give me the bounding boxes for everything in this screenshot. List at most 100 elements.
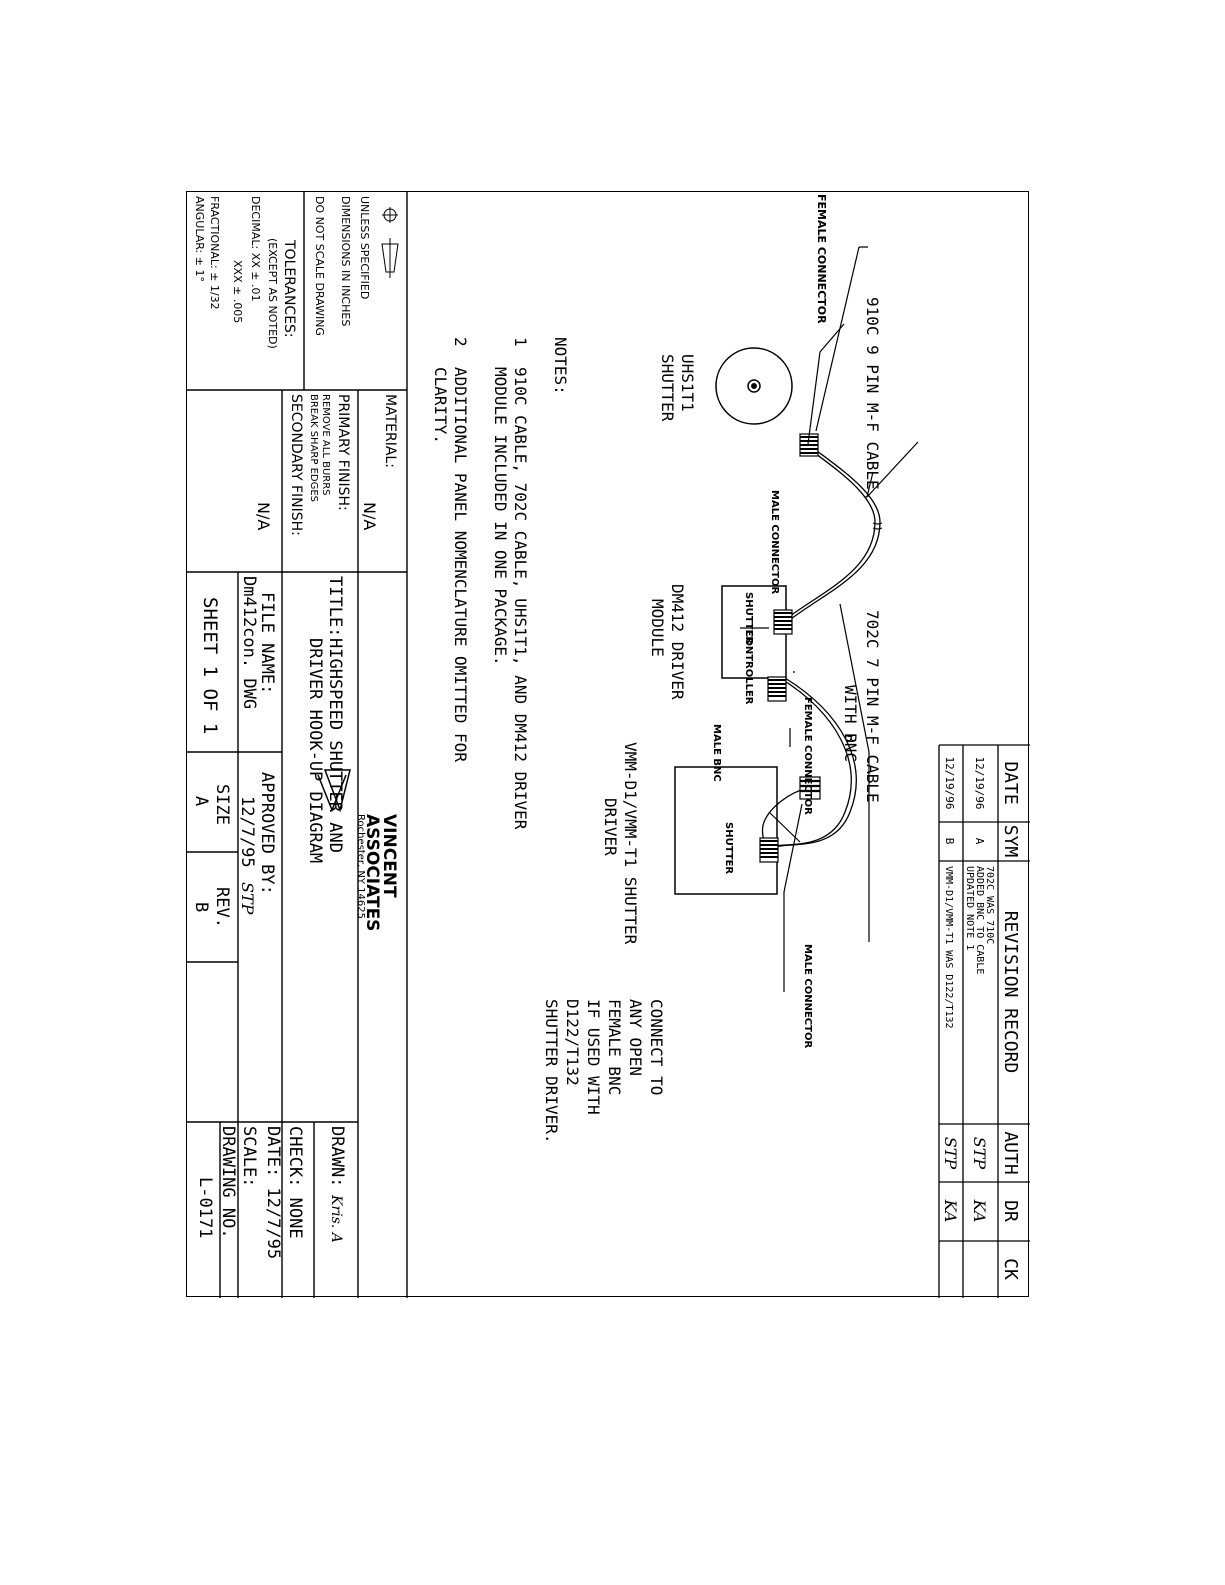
date-value: DATE: 12/7/95 (263, 1126, 283, 1259)
male-bnc-connector (799, 776, 821, 800)
female-connector-label: FEMALE CONNECTOR (802, 697, 813, 815)
rev-row-desc-line: ADDED BNC TO CABLE (974, 866, 985, 974)
file-name-label: FILE NAME: (257, 592, 277, 694)
connect-note-line: ANY OPEN (626, 999, 645, 1076)
secondary-finish-value: N/A (254, 502, 273, 530)
male-connector-dm412-shutter (773, 609, 793, 635)
title-line: HIGHSPEED SHUTTER AND (325, 638, 345, 853)
rev-row-dr-signature: KA (970, 1199, 989, 1223)
rev-row-auth-signature: STP (970, 1137, 989, 1170)
rev-row-date: 12/19/96 (943, 757, 956, 810)
male-bnc-label: MALE BNC (711, 724, 722, 782)
cable-910c-label: 910C 9 PIN M-F CABLE (863, 297, 882, 490)
rev-header-dr: DR (1000, 1200, 1021, 1222)
scale-label: SCALE: (239, 1126, 259, 1187)
vmm-driver-box (674, 766, 778, 895)
rev-row-dr-signature: KA (941, 1199, 960, 1223)
note-line: CLARITY. (431, 367, 450, 444)
drawing-sheet: DATE SYM REVISION RECORD AUTH DR CK 12/1… (186, 191, 1030, 1298)
material-value: N/A (360, 502, 379, 530)
company-name-2: ASSOCIATES (362, 814, 382, 931)
connect-note-line: SHUTTER DRIVER. (542, 999, 561, 1144)
leader-lines (740, 246, 919, 992)
primary-finish-line: REMOVE ALL BURRS (320, 394, 331, 496)
male-connector-label: MALE CONNECTOR (769, 490, 780, 594)
material-section: MATERIAL: N/A PRIMARY FINISH: REMOVE ALL… (254, 394, 398, 536)
vmm-shutter-port-label: SHUTTER (723, 822, 734, 874)
file-name-value: Dm412con. DWG (239, 576, 259, 709)
approved-date: 12/7/95 (237, 796, 257, 868)
dm412-shutter-port-label: SHUTTER (743, 592, 754, 644)
note-number: 2 (451, 337, 470, 347)
rotated-drawing: DATE SYM REVISION RECORD AUTH DR CK 12/1… (187, 192, 1030, 1298)
drawn-label: DRAWN: (327, 1126, 347, 1187)
except-as-noted: (EXCEPT AS NOTED) (266, 238, 279, 349)
file-section: FILE NAME: Dm412con. DWG APPROVED BY: 12… (237, 576, 283, 1259)
rev-header-sym: SYM (1000, 825, 1021, 858)
company-address: Rochester, NY 14625 (355, 814, 366, 919)
rev-header-record: REVISION RECORD (1000, 911, 1021, 1074)
rev-row-sym: B (943, 838, 956, 845)
tolerances-label: TOLERANCES: (281, 239, 297, 338)
check-value: CHECK: NONE (285, 1126, 305, 1239)
approved-label: APPROVED BY: (257, 772, 277, 895)
revision-headers: DATE SYM REVISION RECORD AUTH DR CK (1000, 761, 1021, 1280)
connect-note-line: CONNECT TO (647, 999, 666, 1095)
primary-finish-line: BREAK SHARP EDGES (308, 394, 319, 502)
drawing-canvas: DATE SYM REVISION RECORD AUTH DR CK 12/1… (187, 192, 1030, 1298)
rev-row-desc-line: UPDATED NOTE 1 (964, 866, 975, 950)
connect-note-line: IF USED WITH (584, 999, 603, 1115)
title-label: TITLE: (325, 576, 345, 637)
female-connector-label: FEMALE CONNECTOR (815, 194, 828, 324)
rev-row-auth-signature: STP (941, 1137, 960, 1170)
cable-702c-label-2: WITH BNC (841, 685, 860, 762)
rev-value: B (191, 902, 211, 912)
sheet-section: SHEET 1 OF 1 SIZE A REV. B DRAWING NO. L… (191, 597, 238, 1239)
sheet-count: SHEET 1 OF 1 (199, 597, 221, 734)
note-line: MODULE INCLUDED IN ONE PACKAGE. (491, 367, 510, 666)
approved-signature: STP (238, 882, 257, 915)
decimal-xx: DECIMAL: XX ± .01 (249, 196, 262, 301)
rev-row-desc-line: 702C WAS 710C (984, 866, 995, 944)
uhs-label-2: SHUTTER (658, 354, 677, 422)
rev-header-auth: AUTH (1000, 1131, 1021, 1174)
diagram-labels: 910C 9 PIN M-F CABLE 702C 7 PIN M-F CABL… (542, 194, 882, 1144)
note-number: 1 (511, 337, 530, 347)
vmm-label-2: DRIVER (601, 798, 620, 856)
cable-702c-label: 702C 7 PIN M-F CABLE (863, 610, 882, 803)
drawing-no-value: L-0171 (195, 1177, 215, 1238)
vincent-associates-logo (317, 769, 351, 813)
uhs-label-1: UHS1T1 (678, 354, 697, 412)
unless-specified: UNLESS SPECIFIED (358, 196, 371, 299)
size-label: SIZE (212, 784, 232, 825)
company-section: VINCENT ASSOCIATES Rochester, NY 14625 (355, 814, 399, 931)
drawn-signature: Kris. A (328, 1194, 344, 1243)
decimal-xxx: XXX ± .005 (231, 260, 244, 323)
notes-heading: NOTES: (551, 337, 570, 395)
rev-row-sym: A (973, 838, 986, 845)
male-connector-label: MALE CONNECTOR (802, 944, 813, 1048)
primary-finish-label: PRIMARY FINISH: (335, 394, 351, 511)
revision-row-a: 12/19/96 A 702C WAS 710C ADDED BNC TO CA… (964, 757, 995, 1223)
notes-section: NOTES: 1 910C CABLE, 702C CABLE, UHS1T1,… (431, 337, 570, 830)
dm412-label-1: DM412 DRIVER (668, 584, 687, 700)
dm412-label-2: MODULE (648, 599, 667, 657)
tolerance-section: UNLESS SPECIFIED DIMENSIONS IN INCHES DO… (193, 196, 371, 349)
male-connector-vmm (759, 837, 779, 863)
drawing-no-label: DRAWING NO. (218, 1126, 238, 1239)
size-value: A (191, 796, 211, 806)
title-line: DRIVER HOOK-UP DIAGRAM (305, 638, 325, 863)
female-connector-dm412-controller (767, 676, 787, 702)
secondary-finish-label: SECONDARY FINISH: (288, 394, 304, 536)
revision-record-table (938, 744, 1030, 1298)
note-line: 910C CABLE, 702C CABLE, UHS1T1, AND DM41… (511, 367, 530, 830)
company-name-1: VINCENT (379, 814, 399, 898)
revision-row-b: 12/19/96 B VMM-D1/VMM-T1 WAS D122/T132 S… (941, 757, 960, 1223)
rev-label: REV. (212, 887, 232, 928)
rev-header-date: DATE (1000, 761, 1021, 804)
title-section: TITLE: HIGHSPEED SHUTTER AND DRIVER HOOK… (285, 576, 347, 1243)
material-label: MATERIAL: (382, 394, 398, 468)
third-angle-projection-icon (381, 207, 399, 278)
rev-row-desc-line: VMM-D1/VMM-T1 WAS D122/T132 (943, 866, 954, 1029)
rev-header-ck: CK (1000, 1258, 1021, 1280)
